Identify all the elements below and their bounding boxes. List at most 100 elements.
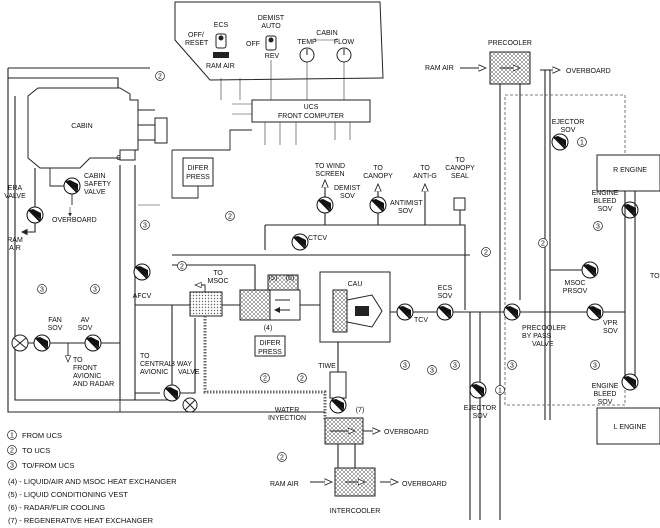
ram-left-2: AIR [9, 245, 21, 252]
ctcv-icon [291, 233, 309, 251]
ram-air-switch-label: RAM AIR [206, 63, 235, 70]
fan-sov-icon [33, 334, 51, 352]
auto-label: AUTO [261, 23, 281, 30]
ucs-front-computer [251, 99, 371, 123]
ram-air-bottom: RAM AIR [270, 481, 299, 488]
vpr-sov-icon [586, 303, 604, 321]
svg-text:2: 2 [158, 74, 162, 81]
anti-g-1: TO [420, 165, 430, 172]
marker-3-f: 3 [450, 360, 460, 370]
msoc-prsov-1: MSOC [565, 280, 586, 287]
ecs-sov-2: SOV [438, 293, 453, 300]
ejector-top-1: EJECTOR [552, 119, 585, 126]
off-reset-label: OFF/ [188, 32, 204, 39]
marker-3-e: 3 [427, 365, 437, 375]
fan-sov-1: FAN [48, 317, 62, 324]
cau-label: CAU [348, 281, 363, 288]
front-computer-label: FRONT COMPUTER [278, 113, 344, 120]
svg-text:1: 1 [498, 388, 502, 395]
to-msoc-1: TO [213, 270, 223, 277]
tcv-icon [396, 303, 414, 321]
legend-5: (5) - LIQUID CONDITIONING VEST [8, 490, 128, 499]
av-sov-2: SOV [78, 325, 93, 332]
canopy-seal-2: CANOPY [445, 165, 475, 172]
marker-2-f: 2 [277, 452, 287, 462]
ram-air-top: RAM AIR [425, 65, 454, 72]
l-engine-box [596, 407, 660, 445]
off-reset-label-2: RESET [185, 40, 209, 47]
cabin-safety-valve-icon [63, 177, 81, 195]
marker-2-g: 2 [481, 247, 491, 257]
central-av-1: TO [140, 353, 150, 360]
svg-text:3: 3 [143, 223, 147, 230]
overboard-mid: OVERBOARD [384, 429, 429, 436]
msoc-unit [189, 291, 223, 317]
fan-icon [11, 334, 29, 352]
hx7-label: (7) [356, 407, 365, 414]
fan-sov-2: SOV [48, 325, 63, 332]
precooler-label: PRECOOLER [488, 40, 532, 47]
antimist-1: ANTIMIST [390, 200, 423, 207]
era-label-1: ERA [8, 185, 23, 192]
marker-2-h: 2 [538, 238, 548, 248]
av-sov-1: AV [81, 317, 90, 324]
svg-text:2: 2 [10, 448, 14, 455]
bleed-r-3: SOV [598, 206, 613, 213]
central-av-3: AVIONIC [140, 369, 168, 376]
central-av-2: CENTRAL [140, 361, 173, 368]
hx6: (6) [286, 275, 295, 282]
marker-2-c: 2 [177, 261, 187, 271]
svg-text:2: 2 [180, 264, 184, 271]
canopy-seal-1: TO [455, 157, 465, 164]
r-engine-label: R ENGINE [613, 167, 647, 174]
marker-3-d: 3 [400, 360, 410, 370]
afcv-label: AFCV [133, 293, 152, 300]
ecs-sov-1: ECS [438, 285, 453, 292]
legend-3: TO/FROM UCS [22, 461, 74, 470]
front-av-3: AVIONIC [73, 373, 101, 380]
bypass-3: VALVE [532, 341, 554, 348]
bypass-1: PRECOOLER [522, 325, 566, 332]
tcv-label: TCV [414, 317, 428, 324]
svg-text:1: 1 [580, 140, 584, 147]
svg-text:1: 1 [10, 433, 14, 440]
ram-left-1: RAM [7, 237, 23, 244]
antimist-sov-icon [369, 196, 387, 214]
era-valve-icon [26, 206, 44, 224]
legend-4: (4) - LIQUID/AIR AND MSOC HEAT EXCHANGER [8, 477, 177, 486]
ejector-bot-2: SOV [473, 413, 488, 420]
precooler-bypass-icon [503, 303, 521, 321]
ucs-label: UCS [304, 104, 319, 111]
msoc-prsov-2: PRSOV [563, 288, 588, 295]
svg-text:2: 2 [280, 455, 284, 462]
ecs-sov-icon [436, 303, 454, 321]
tiwe-valve-icon [329, 396, 347, 414]
way-valve-1: 3 WAY [171, 361, 192, 368]
legend: 1 FROM UCS 2 TO UCS 3 TO/FROM UCS (4) - … [7, 430, 177, 525]
ejector-sov-bottom-icon [469, 381, 487, 399]
off-label: OFF [246, 41, 260, 48]
msoc-prsov-icon [581, 261, 599, 279]
marker-1-b: 1 [495, 385, 505, 395]
marker-3-g: 3 [507, 360, 517, 370]
three-way-valve-icon [163, 384, 181, 402]
ejector-top-2: SOV [561, 127, 576, 134]
marker-2-a: 2 [155, 71, 165, 81]
ecs-label: ECS [214, 22, 229, 29]
svg-text:2: 2 [484, 250, 488, 257]
difer-1: DIFER [188, 165, 209, 172]
difer-press-b [254, 335, 286, 357]
svg-text:2: 2 [300, 376, 304, 383]
demist-sov-2: SOV [340, 193, 355, 200]
av-sov-icon [84, 334, 102, 352]
ecs-switch-icon [213, 33, 229, 58]
svg-text:3: 3 [510, 363, 514, 370]
bleed-l-2: BLEED [594, 391, 617, 398]
difer-press-box [182, 157, 214, 187]
front-av-4: AND RADAR [73, 381, 114, 388]
canopy-seal-3: SEAL [451, 173, 469, 180]
marker-2-d: 2 [260, 373, 270, 383]
svg-text:2: 2 [263, 376, 267, 383]
cabin-safety-3: VALVE [84, 189, 106, 196]
